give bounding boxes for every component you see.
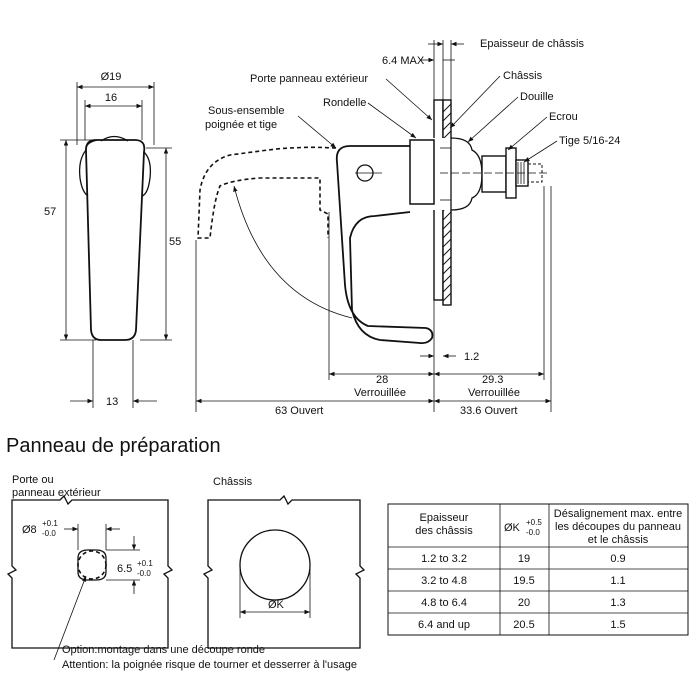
hatch-line — [442, 103, 452, 113]
label-chassis: Châssis — [503, 70, 543, 82]
handle-locked-outline — [335, 145, 434, 345]
hatch-line — [442, 274, 452, 284]
front-handle-cap — [85, 135, 152, 197]
dim-28: 28 — [376, 374, 388, 386]
table-cell: 4.8 to 6.4 — [421, 597, 467, 609]
label-ecrou: Ecrou — [549, 111, 578, 123]
handle-open-outline — [197, 146, 337, 239]
hatch-line — [442, 112, 452, 122]
note-option: Option:montage dans une découpe ronde — [62, 644, 265, 656]
label-verrouillee-left: Verrouillée — [354, 387, 406, 399]
dim-ok: ØK — [268, 599, 285, 611]
table-cell: 6.4 and up — [418, 619, 470, 631]
cutout-table: Epaisseur des châssis ØK +0.5 -0.0 Désal… — [387, 503, 689, 636]
hatch-line — [442, 130, 452, 140]
table-cell: 1.5 — [610, 619, 625, 631]
label-porte-panneau: Porte panneau extérieur — [250, 73, 368, 85]
table-cell: 3.2 to 4.8 — [421, 575, 467, 587]
chassis-plate-outline — [202, 494, 366, 649]
label-douille: Douille — [520, 91, 554, 103]
label-6-4-max: 6.4 MAX — [382, 55, 425, 67]
hatch-line — [442, 256, 452, 266]
label-epaisseur-chassis: Epaisseur de châssis — [480, 38, 584, 50]
hatch-line — [442, 220, 452, 230]
label-rondelle: Rondelle — [323, 97, 366, 109]
hatch-line — [442, 292, 452, 302]
tol-dia-8-plus: +0.1 — [42, 519, 58, 528]
tol-6-5-minus: -0.0 — [137, 569, 151, 578]
dim-55: 55 — [169, 236, 181, 248]
dim-13: 13 — [106, 396, 118, 408]
rotation-arc — [233, 185, 353, 319]
table-cell: 1.3 — [610, 597, 625, 609]
chassis-hole — [239, 529, 311, 601]
dim-33-6-ouvert: 33.6 Ouvert — [460, 405, 517, 417]
header-misalign-2: les découpes du panneau — [555, 521, 681, 533]
porte-plate-outline — [6, 494, 174, 649]
hatch-line — [442, 238, 452, 248]
dim-29-3: 29.3 — [482, 374, 503, 386]
header-k-minus: -0.0 — [526, 528, 540, 537]
dim-16: 16 — [105, 92, 117, 104]
porte-cutout-view: Porte ou panneau extérieur Ø8 +0.1 -0.0 … — [6, 474, 174, 661]
hatch-line — [442, 229, 452, 239]
hatch-line — [442, 265, 452, 275]
dim-1-2: 1.2 — [464, 351, 479, 363]
dim-63-ouvert: 63 Ouvert — [275, 405, 323, 417]
hatch-line — [442, 211, 452, 221]
rondelle-shape — [409, 139, 435, 205]
label-verrouillee-right: Verrouillée — [468, 387, 520, 399]
label-chassis-view: Châssis — [213, 476, 253, 488]
header-thickness-2: des châssis — [415, 525, 473, 537]
front-handle-outline — [85, 139, 146, 341]
chassis-cutout-view: Châssis ØK — [202, 476, 366, 649]
hatch-line — [442, 121, 452, 131]
label-porte-1: Porte ou — [12, 474, 54, 486]
header-k: ØK — [504, 522, 521, 534]
label-tige: Tige 5/16-24 — [559, 135, 620, 147]
label-sous-ensemble-2: poignée et tige — [205, 119, 277, 131]
header-misalign-3: et le châssis — [588, 534, 649, 546]
table-cell: 1.1 — [610, 575, 625, 587]
table-cell: 1.2 to 3.2 — [421, 553, 467, 565]
table-cell: 0.9 — [610, 553, 625, 565]
side-view: 6.4 MAX Epaisseur de châssis Porte panne… — [195, 38, 620, 417]
hatch-line — [442, 283, 452, 293]
table-cell: 20.5 — [513, 619, 534, 631]
dim-57: 57 — [44, 206, 56, 218]
dim-6-5: 6.5 — [117, 563, 132, 575]
round-cutout-option — [77, 550, 107, 580]
table-cell: 19 — [518, 553, 530, 565]
front-view: Ø19 16 57 55 13 — [44, 71, 181, 408]
header-k-plus: +0.5 — [526, 518, 542, 527]
header-thickness-1: Epaisseur — [420, 512, 469, 524]
tol-6-5-plus: +0.1 — [137, 559, 153, 568]
tol-dia-8-minus: -0.0 — [42, 529, 56, 538]
note-attention: Attention: la poignée risque de tourner … — [62, 659, 357, 671]
table-body: 1.2 to 3.2 19 0.9 3.2 to 4.8 19.5 1.1 4.8 to 6… — [418, 553, 626, 631]
section-title: Panneau de préparation — [6, 435, 221, 457]
dim-dia-19: Ø19 — [101, 71, 122, 83]
label-sous-ensemble-1: Sous-ensemble — [208, 105, 284, 117]
header-misalign-1: Désalignement max. entre — [554, 508, 682, 520]
dim-dia-8: Ø8 — [22, 524, 37, 536]
porte-hole — [77, 549, 107, 581]
label-porte-2: panneau extérieur — [12, 487, 101, 499]
table-cell: 20 — [518, 597, 530, 609]
hatch-line — [442, 247, 452, 257]
table-cell: 19.5 — [513, 575, 534, 587]
